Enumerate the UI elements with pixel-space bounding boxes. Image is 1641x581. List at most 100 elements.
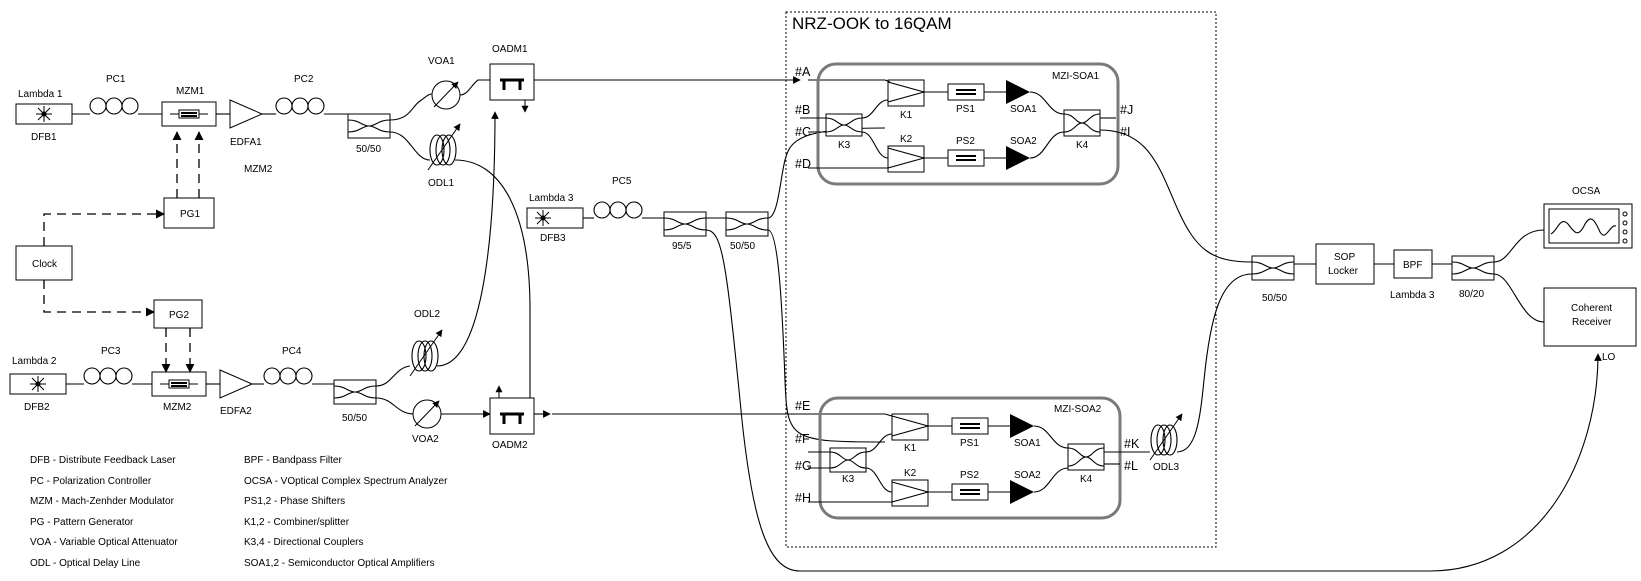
pc5-icon [593, 201, 643, 219]
port-l: #L [1124, 459, 1138, 473]
odl1-label: ODL1 [428, 178, 455, 189]
pc2-label: PC2 [294, 74, 314, 85]
mzi2-soa1-amplifier [1010, 414, 1034, 438]
coupler-b [333, 379, 377, 405]
dfb1-label: DFB1 [31, 132, 57, 143]
odl3-delay-line [1149, 413, 1183, 461]
coupler-c [663, 211, 707, 237]
mzi2-ps1-label: PS1 [960, 438, 979, 449]
mzi-soa1-box [816, 62, 1120, 186]
mzi2-k4-coupler [1067, 443, 1105, 471]
mzi2-ps2-label: PS2 [960, 470, 979, 481]
mzm1-label: MZM1 [176, 86, 205, 97]
mzi1-ps2-label: PS2 [956, 136, 975, 147]
mzi2-k3-label: K3 [842, 474, 855, 485]
edfa2-amplifier [219, 369, 254, 399]
coupler-e [1251, 255, 1295, 281]
pg1-label: PG1 [180, 209, 200, 220]
dfb2-label: DFB2 [24, 402, 50, 413]
mzi-soa2-box [818, 396, 1122, 520]
mzm2-label-top: MZM2 [244, 164, 273, 175]
dfb2-laser [9, 373, 67, 395]
pc4-icon [263, 367, 313, 385]
mzi1-k3-coupler [825, 113, 863, 137]
legend-item: DFB - Distribute Feedback Laser [30, 455, 176, 466]
odl2-delay-line [409, 329, 443, 377]
lambda2-label: Lambda 2 [12, 356, 57, 367]
pc1-icon [89, 97, 139, 115]
mzi1-ps1-shifter [947, 83, 985, 101]
mzi1-k2-combiner [887, 145, 927, 173]
odl2-label: ODL2 [414, 309, 441, 320]
legend-item: ODL - Optical Delay Line [30, 558, 141, 569]
voa1-label: VOA1 [428, 56, 455, 67]
sop-locker-label-1: SOP [1334, 252, 1355, 263]
mzm2-label: MZM2 [163, 402, 192, 413]
legend-item: SOA1,2 - Semiconductor Optical Amplifier… [244, 558, 435, 569]
oadm1-label: OADM1 [492, 44, 528, 55]
coupler-f-label: 80/20 [1459, 289, 1484, 300]
lo-label: LO [1602, 352, 1616, 363]
edfa2-label: EDFA2 [220, 406, 252, 417]
mzi2-soa2-label: SOA2 [1014, 470, 1041, 481]
coupler-f [1451, 255, 1495, 281]
edfa1-amplifier [229, 99, 264, 129]
lambda3-rx-label: Lambda 3 [1390, 290, 1435, 301]
coupler-e-label: 50/50 [1262, 293, 1287, 304]
mzi2-soa1-label: SOA1 [1014, 438, 1041, 449]
mzi2-ps1-shifter [951, 417, 989, 435]
mzi1-k1-label: K1 [900, 110, 913, 121]
dfb3-label: DFB3 [540, 233, 566, 244]
mzi1-soa2-amplifier [1006, 146, 1030, 170]
oadm1-multiplexer [489, 63, 535, 113]
legend-item: K1,2 - Combiner/splitter [244, 517, 350, 528]
mzi2-k1-combiner [891, 413, 931, 441]
mzi2-k2-combiner [891, 479, 931, 507]
mzi1-soa1-amplifier [1006, 80, 1030, 104]
oadm2-label: OADM2 [492, 440, 528, 451]
mzi1-ps2-shifter [947, 149, 985, 167]
lambda3-label: Lambda 3 [529, 193, 574, 204]
dfb3-laser [526, 207, 584, 229]
mzi2-ps2-shifter [951, 483, 989, 501]
clock-label: Clock [32, 259, 58, 270]
port-h: #H [795, 491, 811, 505]
mzi1-k3-label: K3 [838, 140, 851, 151]
pg2-label: PG2 [169, 310, 189, 321]
port-c: #C [795, 125, 811, 139]
pc3-label: PC3 [101, 346, 121, 357]
edfa1-label: EDFA1 [230, 137, 262, 148]
mzm1-modulator [161, 101, 217, 127]
mzi1-k4-label: K4 [1076, 140, 1089, 151]
mzi2-k3-coupler [829, 447, 867, 473]
coupler-b-label: 50/50 [342, 413, 367, 424]
odl1-delay-line [427, 123, 461, 171]
mzi1-soa2-label: SOA2 [1010, 136, 1037, 147]
pc2-icon [275, 97, 325, 115]
mzm2-modulator [151, 371, 207, 397]
port-g: #G [795, 459, 812, 473]
port-i: #I [1120, 125, 1130, 139]
mzi-soa1-label: MZI-SOA1 [1052, 71, 1100, 82]
legend-left: DFB - Distribute Feedback Laser PC - Pol… [30, 455, 178, 569]
port-k: #K [1124, 437, 1140, 451]
port-j: #J [1120, 103, 1133, 117]
pc1-label: PC1 [106, 74, 126, 85]
coupler-a-label: 50/50 [356, 144, 381, 155]
mzi-soa2-label: MZI-SOA2 [1054, 404, 1102, 415]
coupler-d [725, 211, 769, 237]
port-f: #F [795, 432, 810, 446]
pg1-generator [163, 197, 215, 229]
legend-item: PS1,2 - Phase Shifters [244, 496, 345, 507]
legend-item: PC - Polarization Controller [30, 476, 152, 487]
dfb1-laser [15, 103, 73, 125]
mzi1-k1-combiner [887, 79, 927, 107]
mzi1-soa1-label: SOA1 [1010, 104, 1037, 115]
odl3-label: ODL3 [1153, 462, 1180, 473]
pc4-label: PC4 [282, 346, 302, 357]
coherent-receiver [1543, 287, 1637, 347]
bpf-label: BPF [1403, 260, 1422, 271]
legend-item: VOA - Variable Optical Attenuator [30, 537, 178, 548]
mzi1-k2-label: K2 [900, 134, 913, 145]
mzi2-k2-label: K2 [904, 468, 917, 479]
